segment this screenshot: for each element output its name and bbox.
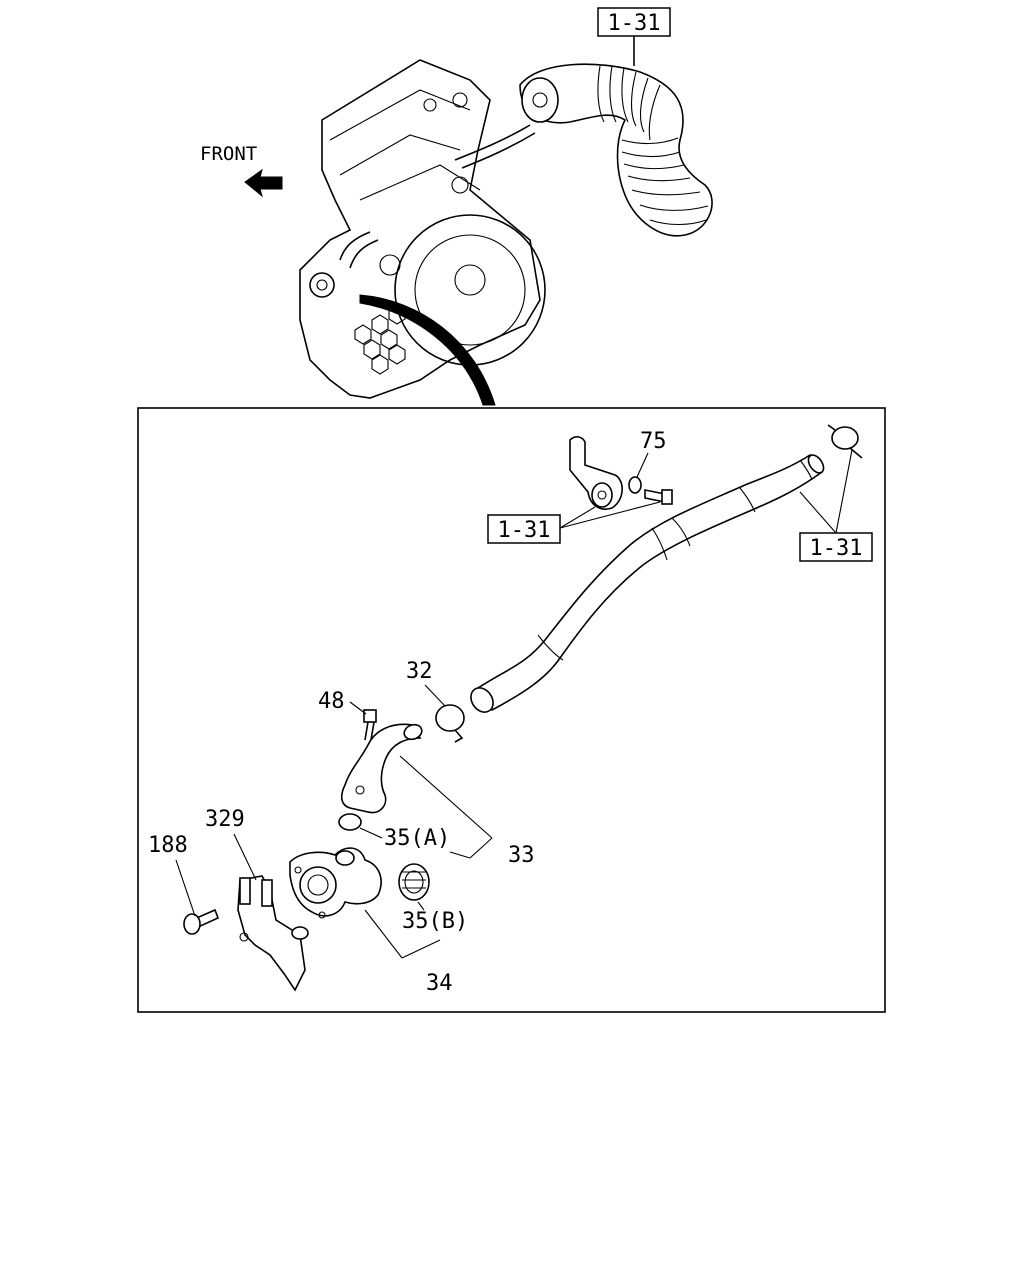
hose-bracket [569, 436, 623, 510]
callout-35a: 35(A) [384, 826, 450, 851]
o-ring-35a [338, 813, 362, 831]
callout-75: 75 [640, 429, 667, 454]
callout-33: 33 [508, 843, 535, 868]
reference-box-top: 1-31 [597, 7, 671, 66]
washer-75 [628, 476, 642, 494]
callout-48: 48 [318, 689, 345, 714]
detail-frame [137, 407, 886, 1013]
bolt-48 [363, 709, 377, 741]
hose-clamp-32 [435, 704, 465, 743]
callout-329: 329 [205, 807, 245, 832]
reference-label-top: 1-31 [608, 11, 661, 36]
front-arrow-icon [244, 168, 283, 198]
reference-box-bracket: 1-31 [487, 501, 661, 544]
detail-leader-wedge [359, 294, 496, 406]
reference-label-bracket: 1-31 [498, 518, 551, 543]
bracket-bolt [644, 489, 673, 505]
bolt-188 [183, 908, 220, 935]
callout-32: 32 [406, 659, 433, 684]
callout-35b: 35(B) [402, 909, 468, 934]
corrugated-hose [519, 63, 713, 237]
seal-35b [398, 863, 430, 901]
water-pipe-33 [340, 723, 423, 814]
hose-clip [827, 424, 863, 459]
reference-box-clip: 1-31 [799, 449, 873, 562]
reference-label-clip: 1-31 [810, 536, 863, 561]
water-hose [470, 453, 825, 713]
thermostat-housing-34 [289, 847, 382, 919]
thermostat-body-329 [237, 875, 309, 992]
front-direction-label: FRONT [200, 143, 257, 165]
callout-188: 188 [148, 833, 188, 858]
callout-34: 34 [426, 971, 453, 996]
engine-overview [299, 59, 546, 399]
